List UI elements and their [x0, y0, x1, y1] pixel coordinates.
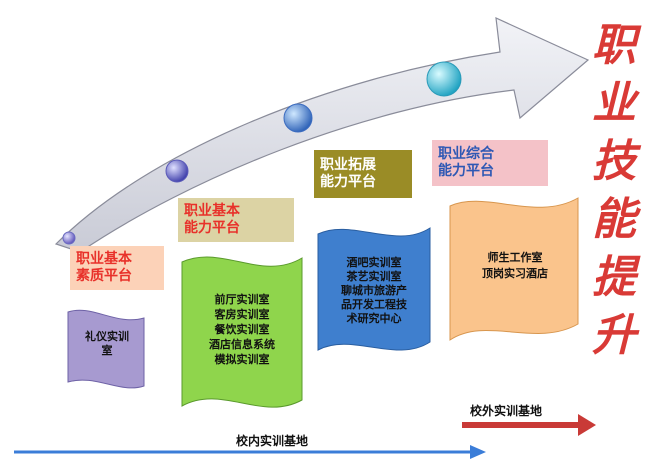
lab-4-line-1: 师生工作室	[487, 251, 543, 264]
internal-base-arrow	[14, 445, 486, 459]
platform-title-2: 职业基本 能力平台	[178, 198, 294, 242]
lab-3-line-1: 酒吧实训室	[346, 256, 402, 269]
lab-text-3: 酒吧实训室 茶艺实训室 聊城市旅游产 品开发工程技 术研究中心	[320, 256, 428, 326]
lab-2-line-1: 前厅实训室	[214, 293, 270, 306]
progress-dot-1	[62, 231, 76, 245]
lab-text-1: 礼仪实训 室	[74, 330, 140, 358]
platform-1-line-1: 职业基本	[76, 251, 132, 267]
external-base-arrow	[462, 414, 596, 436]
external-base-label: 校外实训基地	[470, 404, 543, 418]
platform-title-3: 职业拓展 能力平台	[314, 150, 412, 198]
progress-dot-4	[426, 61, 462, 97]
lab-banner-2	[181, 256, 303, 408]
lab-3-line-3: 聊城市旅游产	[341, 284, 407, 297]
platform-2-line-2: 能力平台	[184, 220, 240, 236]
platform-3-line-2: 能力平台	[320, 174, 376, 190]
platform-2-line-1: 职业基本	[184, 203, 240, 219]
slogan-char-5: 提	[592, 252, 636, 303]
slogan-char-2: 业	[592, 78, 636, 129]
lab-text-2: 前厅实训室 客房实训室 餐饮实训室 酒店信息系统 模拟实训室	[184, 292, 300, 367]
platform-3-line-1: 职业拓展	[320, 157, 376, 173]
progress-dot-3	[283, 103, 313, 133]
slogan-char-3: 技	[592, 136, 636, 187]
lab-banner-4	[449, 197, 579, 341]
lab-2-line-5: 模拟实训室	[214, 353, 270, 366]
platform-1-line-2: 素质平台	[76, 268, 132, 284]
slogan-char-4: 能	[592, 194, 636, 245]
slogan-char-1: 职	[592, 20, 636, 71]
lab-2-line-2: 客房实训室	[214, 308, 270, 321]
platform-title-1: 职业基本 素质平台	[70, 246, 164, 290]
internal-base-label: 校内实训基地	[236, 434, 309, 448]
progress-dot-2	[165, 159, 189, 183]
lab-2-line-3: 餐饮实训室	[214, 323, 270, 336]
lab-banner-1	[67, 309, 145, 389]
platform-4-line-1: 职业综合	[438, 146, 494, 162]
lab-1-line-2: 室	[101, 344, 113, 357]
lab-text-4: 师生工作室 顶岗实习酒店	[456, 250, 574, 282]
lab-3-line-4: 品开发工程技	[341, 298, 407, 311]
lab-3-line-2: 茶艺实训室	[346, 270, 402, 283]
lab-banner-3	[317, 227, 431, 351]
lab-1-line-1: 礼仪实训	[85, 330, 129, 343]
platform-4-line-2: 能力平台	[438, 163, 494, 179]
lab-3-line-5: 术研究中心	[346, 312, 402, 325]
platform-title-4: 职业综合 能力平台	[432, 140, 548, 186]
lab-2-line-4: 酒店信息系统	[209, 338, 275, 351]
slogan-char-6: 升	[592, 310, 636, 361]
lab-4-line-2: 顶岗实习酒店	[482, 267, 548, 280]
